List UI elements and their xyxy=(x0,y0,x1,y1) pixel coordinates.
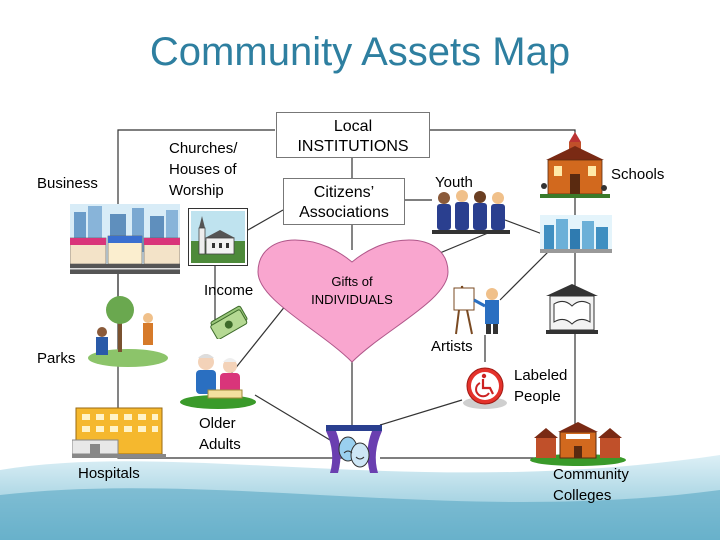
city-storefront-icon xyxy=(70,204,180,274)
label-youth: Youth xyxy=(435,174,473,191)
label-older-adults-line2: Adults xyxy=(199,436,241,453)
wheelchair-icon xyxy=(463,367,507,409)
citizens-associations-line1: Citizens’ xyxy=(313,184,375,201)
label-churches-line1: Churches/ xyxy=(169,140,238,157)
college-campus-icon xyxy=(530,422,626,466)
label-labeled-people: Labeled People xyxy=(514,365,567,407)
money-icon xyxy=(210,305,248,339)
connector-youth-skyline xyxy=(504,219,546,236)
label-income: Income xyxy=(204,282,254,299)
connector-heart-adults xyxy=(229,299,291,376)
local-institutions-line2: INSTITUTIONS xyxy=(297,138,409,155)
church-icon xyxy=(188,208,248,266)
citizens-associations-line2: Associations xyxy=(299,204,389,221)
park-gardening-icon xyxy=(88,296,168,367)
hospital-building-icon xyxy=(72,407,166,458)
label-community-colleges-line2: Colleges xyxy=(553,487,612,504)
label-hospitals: Hospitals xyxy=(78,465,140,482)
connector-adults-masks xyxy=(254,394,331,441)
label-schools: Schools xyxy=(611,166,665,183)
citizens-associations-box: Citizens’ Associations xyxy=(283,178,405,225)
label-older-adults: Older Adults xyxy=(199,413,241,455)
theater-masks-icon xyxy=(326,425,382,473)
heart-label-line1: Gifts of xyxy=(331,274,373,289)
slide-title: Community Assets Map xyxy=(149,30,571,74)
label-labeled-people-line1: Labeled xyxy=(514,367,568,384)
older-adults-icon xyxy=(180,354,256,409)
label-churches: Churches/ Houses of Worship xyxy=(169,138,237,201)
library-books-icon xyxy=(546,284,598,334)
label-older-adults-line1: Older xyxy=(199,415,236,432)
local-institutions-line1: Local xyxy=(333,118,373,135)
label-churches-line3: Worship xyxy=(169,182,224,199)
label-labeled-people-line2: People xyxy=(514,388,561,405)
connector-church-citizens xyxy=(247,209,284,231)
label-community-colleges: Community Colleges xyxy=(553,464,629,506)
city-skyline-icon xyxy=(540,215,612,253)
connector-wheelchair-masks xyxy=(379,399,463,426)
artist-easel-icon xyxy=(453,285,499,335)
label-business: Business xyxy=(37,175,98,192)
heart-label: Gifts of INDIVIDUALS xyxy=(300,273,404,309)
youth-group-icon xyxy=(432,190,510,234)
label-community-colleges-line1: Community xyxy=(553,466,629,483)
label-parks: Parks xyxy=(37,350,76,367)
connector-artist-skyline xyxy=(499,249,551,301)
heart-label-line2: INDIVIDUALS xyxy=(311,292,393,307)
local-institutions-box: Local INSTITUTIONS xyxy=(276,112,430,158)
label-artists: Artists xyxy=(431,338,473,355)
schoolhouse-icon xyxy=(540,132,610,198)
label-churches-line2: Houses of xyxy=(169,161,237,178)
